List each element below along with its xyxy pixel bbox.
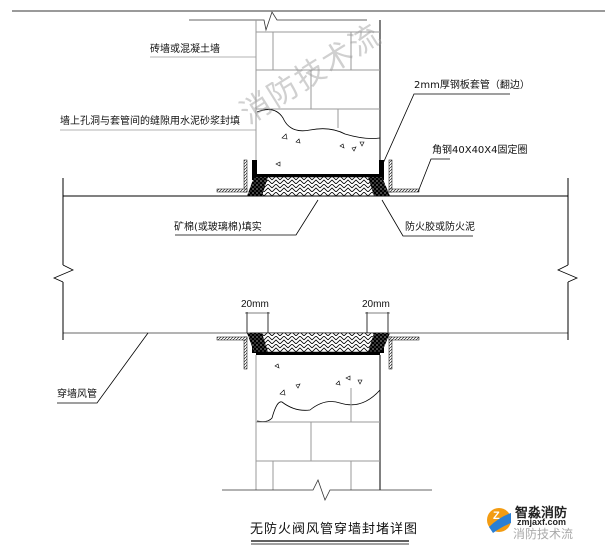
diagram-title: 无防火阀风管穿墙封堵详图: [250, 522, 419, 537]
wall-upper: [189, 11, 420, 197]
logo-mark-icon: Z: [487, 508, 511, 533]
label-fire-sealant: 防火胶或防火泥: [405, 222, 475, 233]
logo-url: zmjaxf.com: [517, 517, 567, 527]
duct-body: [52, 178, 579, 340]
dimension-lines: [245, 312, 390, 333]
dimension-left-gap: 20mm: [241, 299, 269, 310]
brand-logo: Z 智淼消防 zmjaxf.com 消防技术流: [485, 500, 605, 545]
wall-lower: [216, 332, 432, 502]
label-mineral-wool: 矿棉(或玻璃棉)填实: [174, 222, 262, 233]
label-wall: 砖墙或混凝土墙: [150, 44, 220, 55]
label-angle-steel: 角钢40X40X4固定圈: [432, 145, 528, 156]
label-gap-fill: 墙上孔洞与套管间的缝隙用水泥砂浆封填: [60, 116, 240, 127]
label-duct: 穿墙风管: [57, 389, 97, 400]
leader-lines: [57, 56, 510, 404]
svg-text:Z: Z: [493, 510, 500, 522]
dimension-right-gap: 20mm: [362, 299, 390, 310]
logo-subtitle: 消防技术流: [513, 527, 574, 541]
logo-name: 智淼消防: [515, 506, 568, 521]
label-sleeve: 2mm厚钢板套管（翻边）: [414, 80, 530, 91]
